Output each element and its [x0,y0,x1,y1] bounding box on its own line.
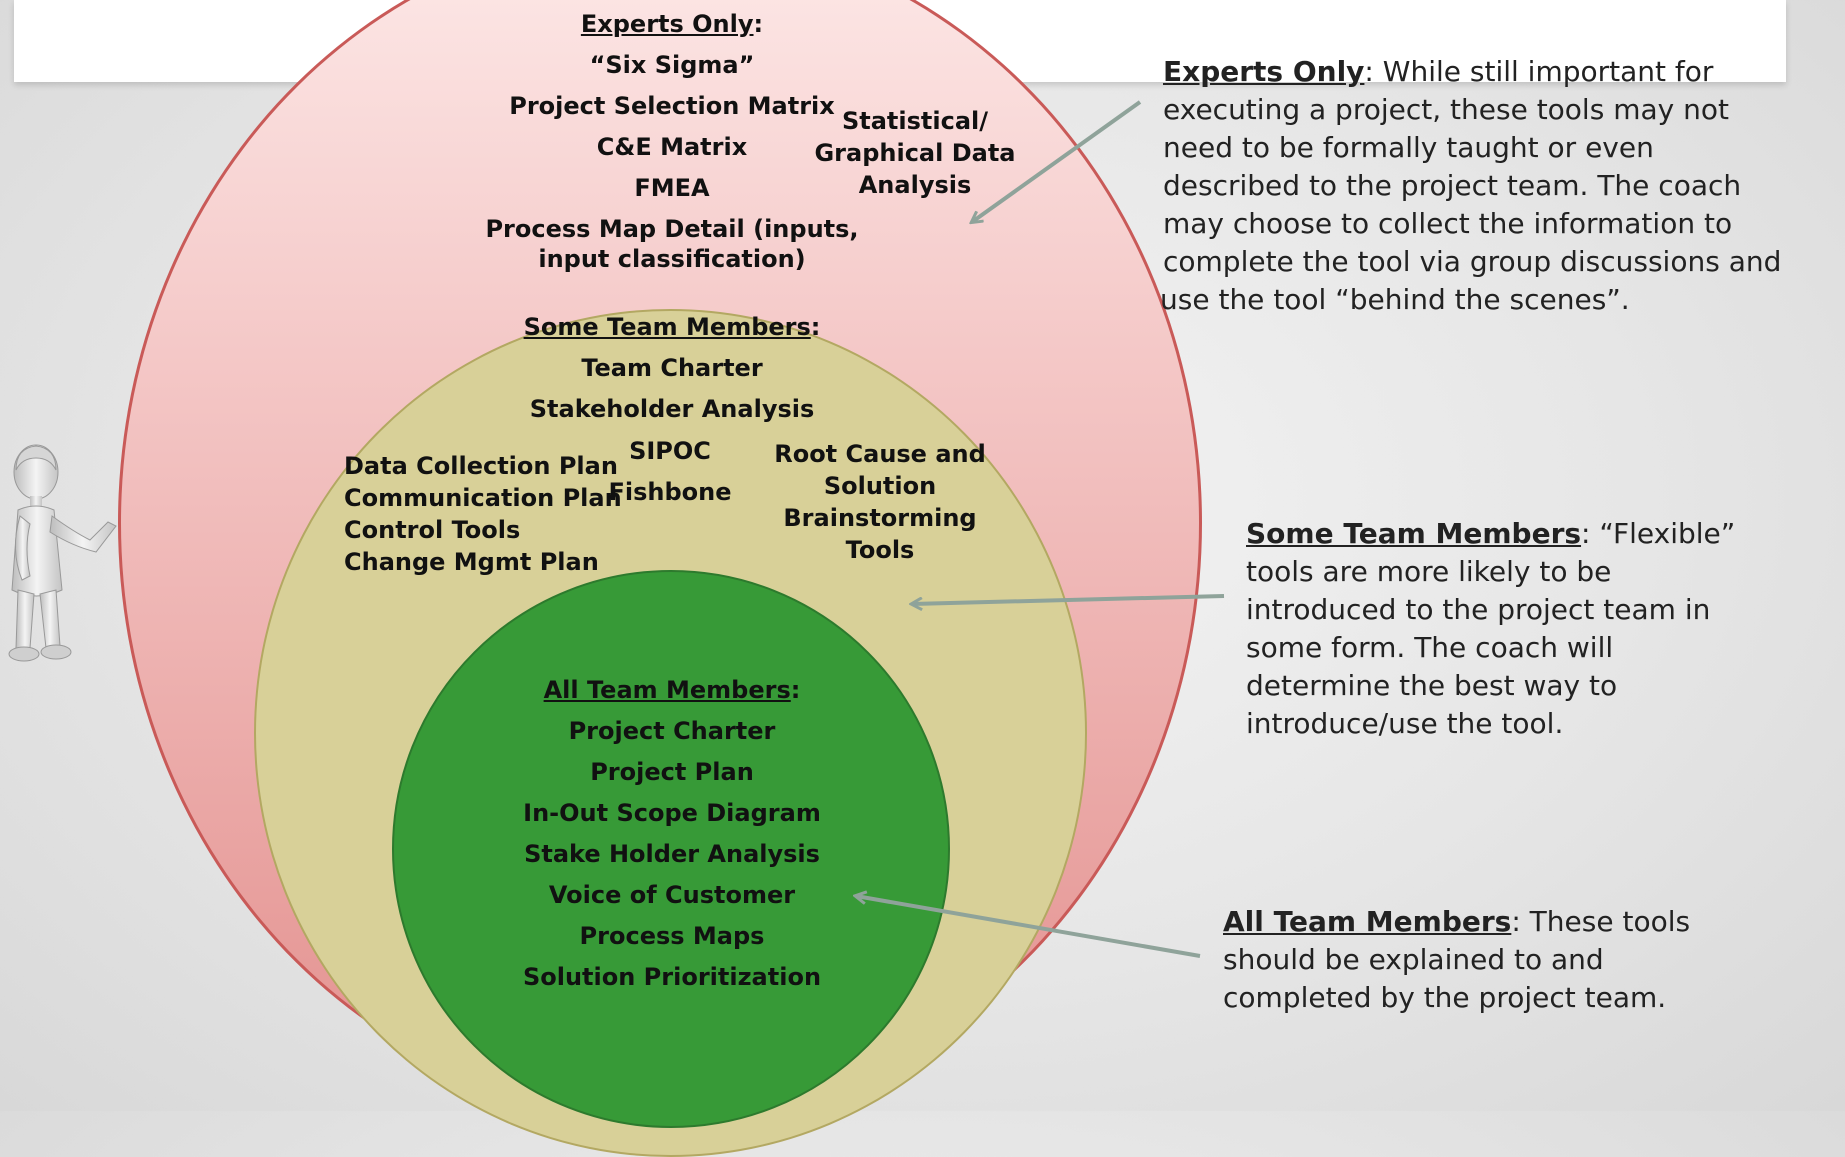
all-item-voice-of-customer: Voice of Customer [548,881,796,909]
annotation-some-line6: introduce/use the tool. [1246,707,1564,740]
all-item-project-plan: Project Plan [590,758,754,786]
experts-item-ce-matrix: C&E Matrix [596,133,748,161]
some-item-team-charter: Team Charter [581,354,763,382]
annotation-all-line1-text: : These tools [1511,905,1691,938]
some-root-cause-line3: Brainstorming [783,504,977,532]
some-heading: Some Team Members: [520,313,824,342]
annotation-experts-line1: Experts Only: While still important for [1163,53,1843,91]
arrows-layer [0,100,1225,958]
some-heading-colon: : [810,313,821,341]
some-item-stakeholder-analysis: Stakeholder Analysis [529,395,815,423]
annotation-all: All Team Members: These tools should be … [1223,903,1783,1017]
annotation-some-line3: introduced to the project team in [1246,593,1711,626]
annotation-experts-line1-text: : While still important for [1364,55,1714,88]
some-root-cause-line1: Root Cause and [774,440,986,468]
annotation-experts-line3: need to be formally taught or even [1163,131,1654,164]
experts-heading: Experts Only: [539,10,805,39]
all-item-process-maps: Process Maps [579,922,765,950]
annotation-experts-line2: executing a project, these tools may not [1163,93,1729,126]
annotation-all-line2: should be explained to and [1223,943,1604,976]
experts-statistical-line2: Graphical Data [814,139,1016,167]
experts-arrow [972,100,1142,222]
annotation-experts-line7: use the tool “behind the scenes”. [1160,283,1630,316]
experts-item-process-map-line2: input classification) [538,245,806,273]
annotation-experts-line4: described to the project team. The coach [1163,169,1742,202]
annotation-experts: Experts Only: While still important for … [1160,53,1843,319]
annotation-some-line1: Some Team Members: “Flexible” [1246,515,1806,553]
some-left-item-communication-plan: Communication Plan [344,484,622,512]
some-root-cause-line2: Solution [823,472,937,500]
some-heading-text: Some Team Members [523,313,811,341]
annotation-all-keyword: All Team Members [1223,905,1512,938]
experts-statistical-line1: Statistical/ [841,107,989,135]
experts-item-project-selection-matrix: Project Selection Matrix [509,92,835,120]
all-item-solution-prioritization: Solution Prioritization [522,963,822,991]
annotation-some-line1-text: : “Flexible” [1581,517,1736,550]
some-root-cause-line4: Tools [845,536,915,564]
all-heading: All Team Members: [520,676,824,705]
some-left-item-data-collection-plan: Data Collection Plan [344,452,618,480]
annotation-some: Some Team Members: “Flexible” tools are … [1246,515,1806,743]
some-left-item-control-tools: Control Tools [344,516,521,544]
all-arrow [856,896,1201,958]
all-team-members-circle [392,570,950,1128]
annotation-experts-line5: may choose to collect the information to [1163,207,1733,240]
some-left-item-change-mgmt-plan: Change Mgmt Plan [344,548,599,576]
some-item-fishbone: Fishbone [608,478,732,506]
annotation-some-keyword: Some Team Members [1246,517,1582,550]
annotation-some-line4: some form. The coach will [1246,631,1614,664]
presenter-figure-icon [8,444,117,662]
experts-heading-colon: : [753,10,764,38]
all-item-stake-holder-analysis: Stake Holder Analysis [524,840,820,868]
annotation-all-line3: completed by the project team. [1223,981,1667,1014]
all-heading-colon: : [790,676,801,704]
experts-statistical-line3: Analysis [858,171,972,199]
experts-item-fmea: FMEA [634,174,710,202]
experts-item-six-sigma: “Six Sigma” [589,51,755,79]
annotation-experts-line6: complete the tool via group discussions … [1163,245,1782,278]
annotation-all-line1: All Team Members: These tools [1223,903,1783,941]
some-arrow [912,594,1225,604]
annotation-some-line5: determine the best way to [1246,669,1618,702]
annotation-some-line2: tools are more likely to be [1246,555,1612,588]
some-item-sipoc: SIPOC [629,437,711,465]
annotation-experts-keyword: Experts Only [1163,55,1365,88]
all-item-in-out-scope-diagram: In-Out Scope Diagram [523,799,821,827]
all-item-project-charter: Project Charter [568,717,776,745]
experts-item-process-map-line1: Process Map Detail (inputs, [485,215,859,243]
some-left-list: Data Collection Plan Communication Plan … [344,450,622,578]
experts-heading-text: Experts Only [580,10,754,38]
all-heading-text: All Team Members [543,676,791,704]
